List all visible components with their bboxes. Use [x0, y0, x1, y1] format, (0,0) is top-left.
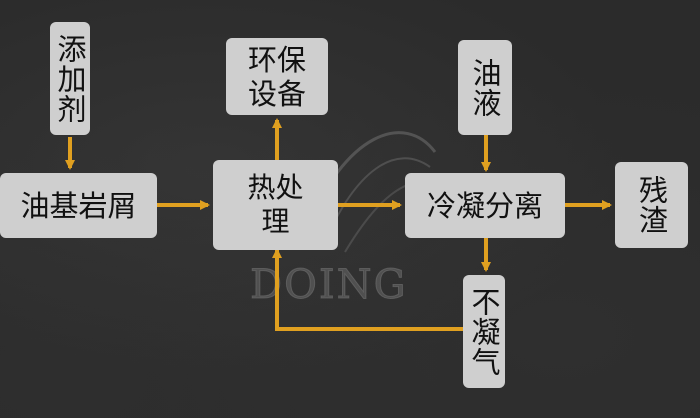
arrow-gas-loop-to-thermal — [272, 248, 465, 331]
node-environmental-equipment: 环保设备 — [226, 38, 328, 115]
node-residue: 残渣 — [615, 162, 688, 248]
node-thermal-treatment: 热处理 — [213, 160, 338, 250]
node-additive: 添加剂 — [50, 22, 90, 135]
node-non-condensable-gas: 不凝气 — [463, 275, 505, 388]
node-oil-liquid: 油液 — [458, 40, 512, 135]
node-oil-base-rock-chips: 油基岩屑 — [0, 173, 157, 238]
node-condensation-separation: 冷凝分离 — [405, 173, 565, 238]
